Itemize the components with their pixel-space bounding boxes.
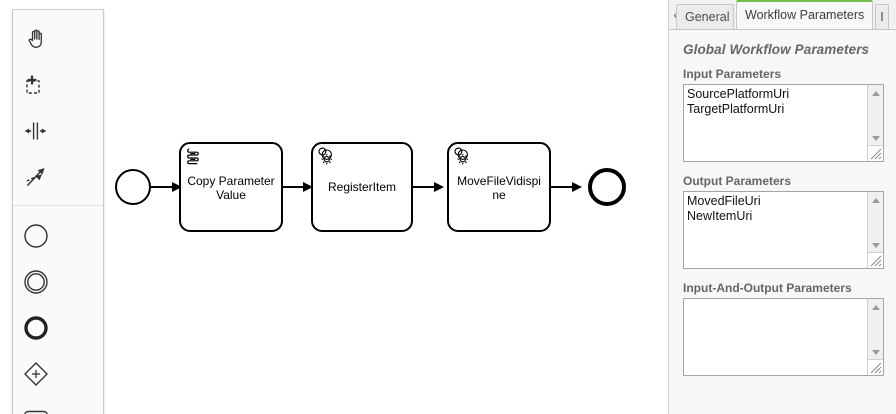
- scroll-down-icon[interactable]: [868, 346, 883, 358]
- scroll-down-icon[interactable]: [868, 239, 883, 251]
- diagram-canvas[interactable]: Copy Parameter Value RegisterItem MoveFi…: [0, 0, 668, 414]
- task-move-file-vidispine-label-2: ne: [492, 188, 506, 202]
- list-item[interactable]: MovedFileUri: [687, 194, 761, 208]
- hand-tool-icon[interactable]: [13, 16, 59, 62]
- list-item[interactable]: TargetPlatformUri: [687, 102, 785, 116]
- bpmn-palette: [12, 9, 104, 414]
- task-copy-parameter-value-shape: [179, 142, 283, 232]
- scroll-up-icon[interactable]: [868, 87, 883, 99]
- properties-tab-bar: ‹ General Workflow Parameters I ›: [669, 0, 896, 30]
- input-parameters-items: SourcePlatformUri TargetPlatformUri: [684, 85, 867, 161]
- intermediate-event-icon[interactable]: [13, 259, 59, 305]
- output-parameters-label: Output Parameters: [683, 174, 792, 188]
- sequence-flow-1: [150, 182, 182, 192]
- tab-scroll-right-icon[interactable]: ›: [890, 0, 896, 29]
- start-event-shape: [115, 169, 151, 205]
- sequence-flow-2: [282, 182, 313, 192]
- input-parameters-listbox[interactable]: SourcePlatformUri TargetPlatformUri: [683, 84, 884, 162]
- task-register-item-label: RegisterItem: [328, 180, 396, 194]
- end-event-icon[interactable]: [13, 305, 59, 351]
- tab-workflow-parameters[interactable]: Workflow Parameters: [736, 0, 874, 29]
- task-copy-parameter-value-label-2: Value: [216, 188, 246, 202]
- input-parameters-scrollbar[interactable]: [867, 85, 883, 146]
- resize-grip-icon[interactable]: [867, 252, 883, 268]
- panel-title: Global Workflow Parameters: [683, 42, 870, 57]
- list-item[interactable]: SourcePlatformUri: [687, 87, 790, 101]
- tab-general[interactable]: General: [676, 4, 734, 29]
- task-move-file-vidispine-label: MoveFileVidispi: [457, 174, 541, 188]
- output-parameters-scrollbar[interactable]: [867, 192, 883, 253]
- properties-panel: ‹ General Workflow Parameters I › Global…: [668, 0, 896, 414]
- palette-group-elements: [13, 205, 103, 414]
- output-parameters-listbox[interactable]: MovedFileUri NewItemUri: [683, 191, 884, 269]
- input-and-output-parameters-label: Input-And-Output Parameters: [683, 281, 852, 295]
- global-connect-tool-icon[interactable]: [13, 154, 59, 200]
- task-register-item-shape: [311, 142, 413, 232]
- lasso-tool-icon[interactable]: [13, 62, 59, 108]
- scroll-up-icon[interactable]: [868, 194, 883, 206]
- input-parameters-label: Input Parameters: [683, 67, 782, 81]
- task-copy-parameter-value-label: Copy Parameter: [187, 174, 274, 188]
- list-item[interactable]: NewItemUri: [687, 209, 753, 223]
- start-event-icon[interactable]: [13, 213, 59, 259]
- task-move-file-vidispine-shape: [447, 142, 551, 232]
- space-tool-icon[interactable]: [13, 108, 59, 154]
- tab-more[interactable]: I: [875, 4, 889, 29]
- sequence-flow-4: [550, 182, 582, 192]
- resize-grip-icon[interactable]: [867, 145, 883, 161]
- palette-group-tools: [13, 14, 103, 202]
- properties-panel-body: Global Workflow Parameters Input Paramet…: [669, 30, 896, 376]
- sequence-flow-3: [412, 182, 444, 192]
- input-and-output-parameters-listbox[interactable]: [683, 298, 884, 376]
- resize-grip-icon[interactable]: [867, 359, 883, 375]
- gateway-icon[interactable]: [13, 351, 59, 397]
- scroll-up-icon[interactable]: [868, 301, 883, 313]
- output-parameters-items: MovedFileUri NewItemUri: [684, 192, 867, 268]
- input-and-output-parameters-scrollbar[interactable]: [867, 299, 883, 360]
- scroll-down-icon[interactable]: [868, 132, 883, 144]
- end-event-shape: [588, 168, 626, 206]
- task-icon[interactable]: [13, 397, 59, 414]
- input-and-output-parameters-items: [684, 299, 867, 375]
